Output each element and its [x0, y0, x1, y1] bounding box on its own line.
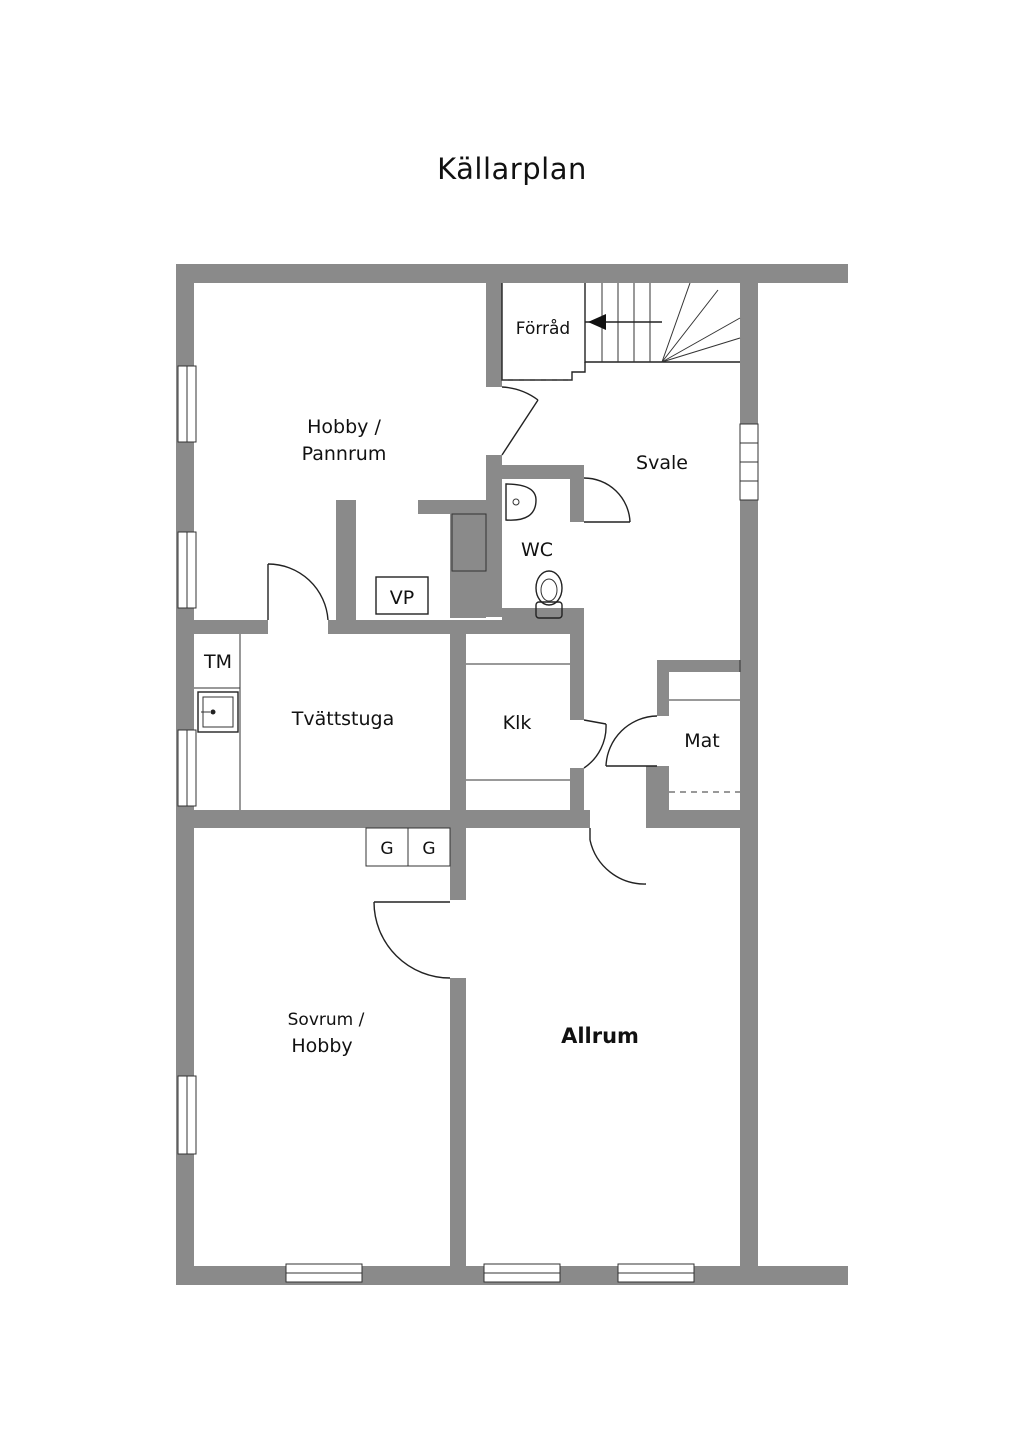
- label-g1: G: [380, 839, 393, 859]
- label-sovrum-hobby-2: Hobby: [291, 1035, 352, 1057]
- stair-arrow-icon: [588, 314, 606, 330]
- wall-lower-vertical: [450, 828, 466, 900]
- wall-vp-left: [336, 500, 356, 620]
- toilet-icon: [535, 570, 563, 619]
- wall-hobby-right: [486, 455, 502, 617]
- label-tm: TM: [203, 651, 232, 673]
- label-wc: WC: [521, 539, 553, 561]
- doors: [267, 386, 658, 979]
- wall-wc-right-low: [570, 608, 584, 720]
- wall-shaft: [450, 514, 486, 618]
- door-hobby: [501, 399, 539, 456]
- fixtures: [194, 483, 741, 867]
- label-forrad: Förråd: [516, 318, 570, 339]
- wall-mid-horizontal: [194, 620, 268, 634]
- wall-wc-top: [502, 465, 584, 479]
- label-mat: Mat: [684, 730, 720, 752]
- wall-lower-horizontal-2: [646, 810, 740, 828]
- plan-title: Källarplan: [437, 152, 587, 186]
- label-sovrum-hobby-1: Sovrum /: [288, 1010, 365, 1030]
- label-allrum: Allrum: [561, 1024, 639, 1048]
- label-klk: Klk: [503, 712, 532, 734]
- washbasin-icon: [505, 483, 537, 521]
- wall-lower-horizontal: [194, 810, 590, 828]
- sink-icon: [197, 691, 239, 733]
- vp-unit: [375, 576, 429, 615]
- wall-wc-right: [570, 479, 584, 522]
- wall-vp-top-right: [418, 500, 486, 514]
- staircase: [501, 282, 741, 381]
- wall-forrad-left: [486, 283, 502, 387]
- room-labels: Hobby / Pannrum Förråd Svale WC VP TM Tv…: [203, 318, 720, 1057]
- label-vp: VP: [390, 587, 414, 609]
- label-hobby-pannrum-2: Pannrum: [302, 443, 387, 465]
- label-svale: Svale: [636, 452, 688, 474]
- walls: [176, 264, 848, 1285]
- windows: [177, 365, 759, 1283]
- wall-right: [740, 283, 758, 1266]
- label-g2: G: [422, 839, 435, 859]
- wall-top: [176, 264, 848, 283]
- wall-mat-left: [657, 672, 669, 716]
- cabinet-g2: [407, 827, 451, 867]
- wall-mat-top: [657, 660, 740, 672]
- wall-klk-left: [450, 620, 466, 818]
- label-tvattstuga: Tvättstuga: [291, 708, 395, 730]
- door-klk: [583, 719, 607, 725]
- label-hobby-pannrum-1: Hobby /: [307, 416, 381, 438]
- wall-lower-vertical-2: [450, 978, 466, 1266]
